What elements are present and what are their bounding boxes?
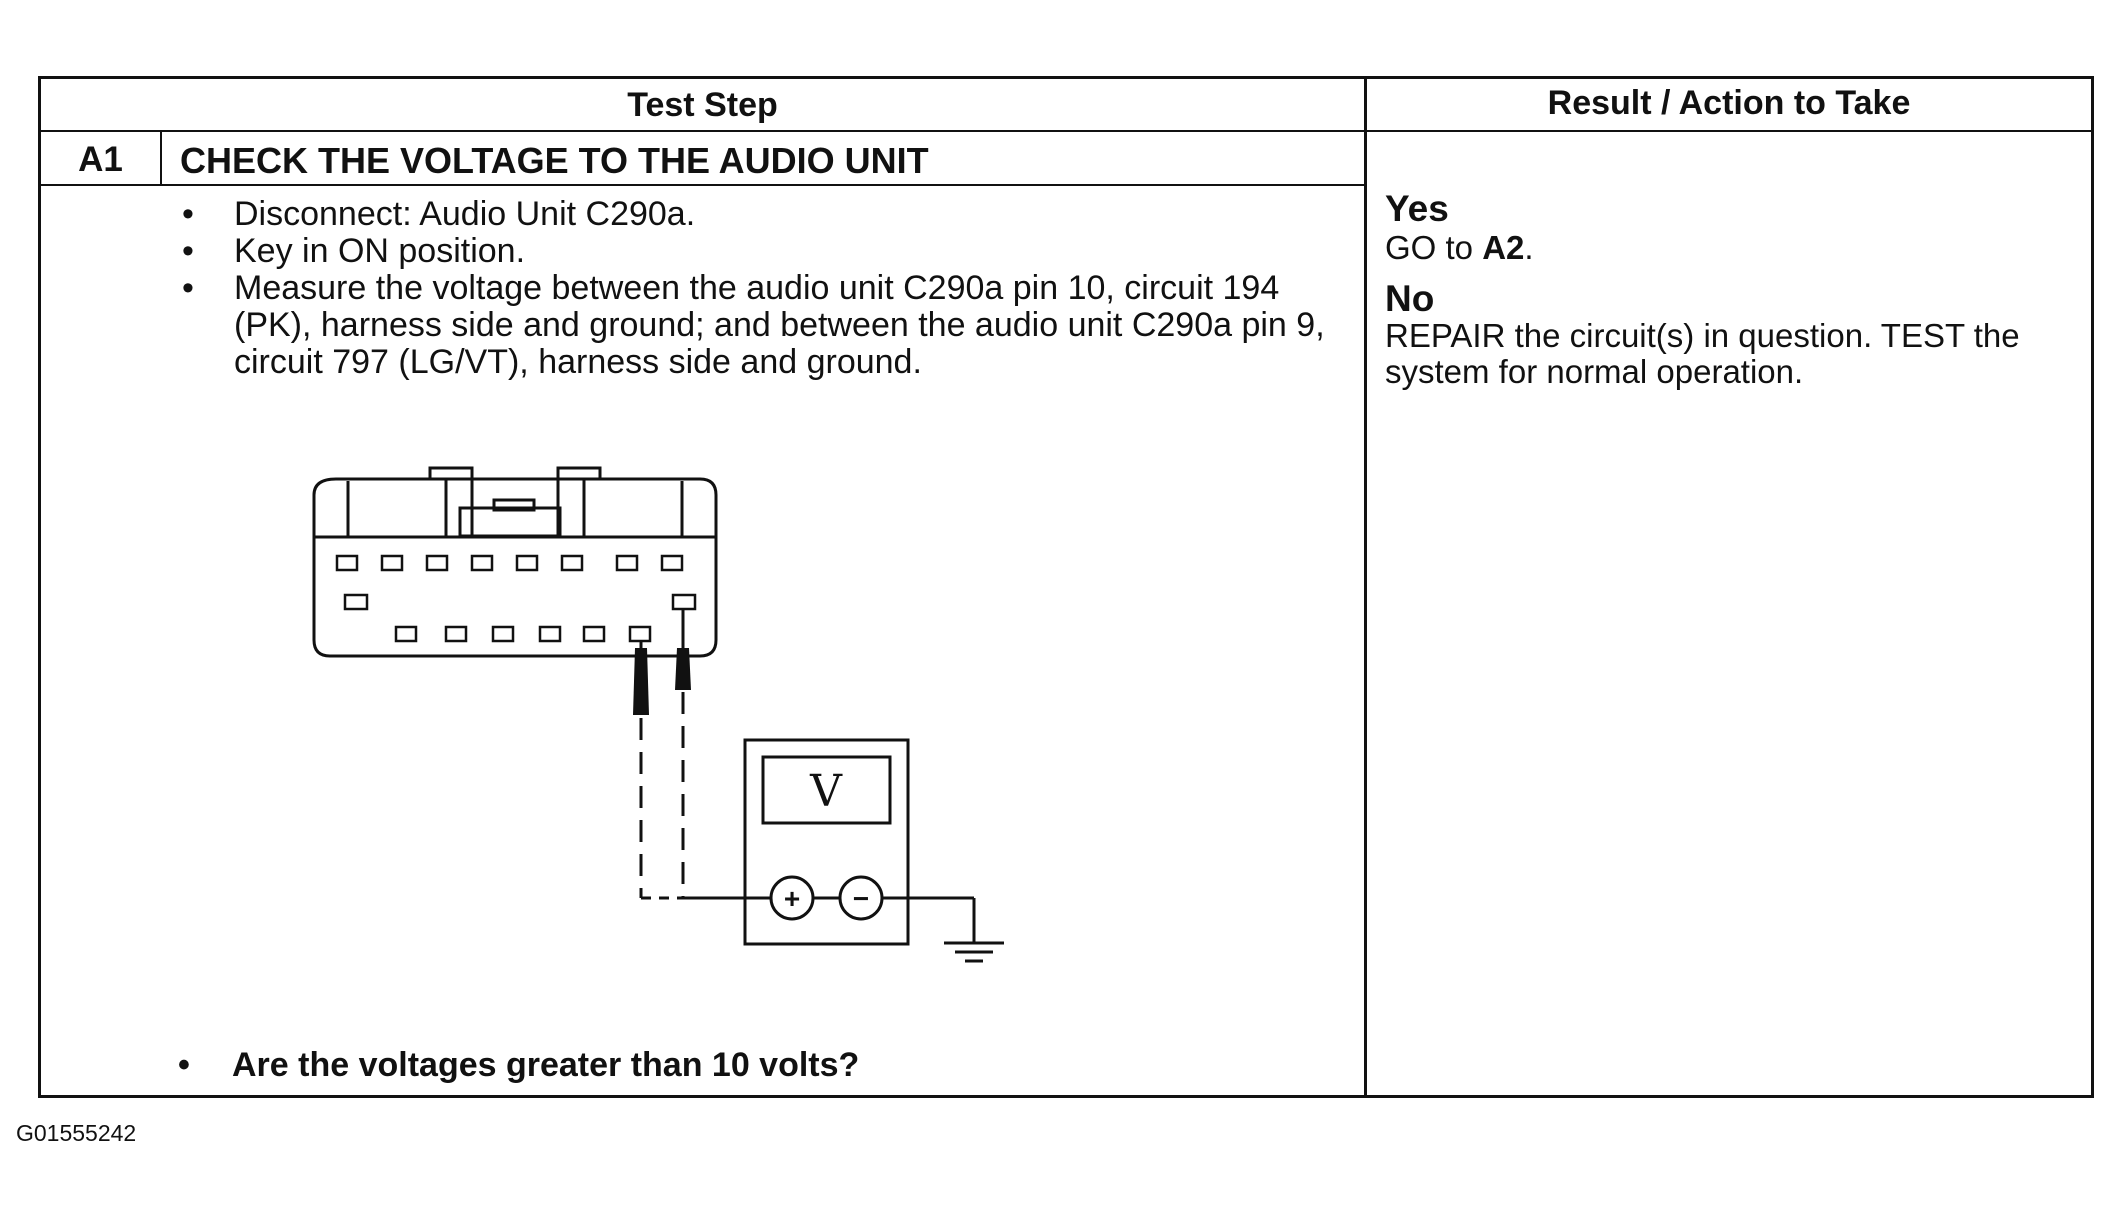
- step-id-divider: [160, 130, 162, 185]
- voltmeter-symbol: V: [809, 766, 843, 817]
- question-item: • Are the voltages greater than 10 volts…: [178, 1046, 860, 1085]
- instruction-item: •Measure the voltage between the audio u…: [182, 269, 1325, 381]
- step-id: A1: [78, 140, 123, 179]
- no-action: REPAIR the circuit(s) in question. TEST …: [1385, 317, 2020, 390]
- header-divider-left: [38, 130, 1367, 132]
- instruction-item: •Disconnect: Audio Unit C290a.: [182, 195, 696, 233]
- table-border-left: [38, 76, 41, 1098]
- table-border-bottom: [38, 1095, 2094, 1098]
- probe-tips: [633, 648, 691, 715]
- question-text: Are the voltages greater than 10 volts?: [232, 1046, 860, 1084]
- connector-pins: [335, 554, 697, 643]
- table-border-right: [2091, 76, 2094, 1098]
- connector-body: [312, 477, 718, 658]
- column-divider: [1364, 76, 1367, 1098]
- figure-id: G01555242: [16, 1120, 137, 1146]
- connector-lock-tab: [428, 466, 602, 537]
- plus-symbol: +: [784, 883, 800, 914]
- yes-label: Yes: [1385, 188, 1449, 229]
- step-title-divider: [38, 184, 1367, 186]
- test-step-header: Test Step: [627, 86, 778, 124]
- yes-action: GO to A2.: [1385, 229, 1534, 266]
- minus-symbol: −: [853, 883, 869, 914]
- step-title: CHECK THE VOLTAGE TO THE AUDIO UNIT: [180, 140, 929, 181]
- no-label: No: [1385, 278, 1435, 319]
- bullet: •: [178, 1046, 190, 1084]
- yes-action-target: A2: [1482, 229, 1525, 266]
- instruction-item: •Key in ON position.: [182, 232, 526, 270]
- bullet: •: [182, 232, 194, 270]
- header-divider-right: [1364, 130, 2094, 132]
- voltmeter-display: [761, 755, 892, 825]
- voltmeter-body: [743, 738, 910, 946]
- bullet: •: [182, 195, 194, 233]
- result-header: Result / Action to Take: [1547, 84, 1911, 122]
- bullet: •: [182, 269, 194, 307]
- instruction-list: •Disconnect: Audio Unit C290a. •Key in O…: [182, 195, 1344, 381]
- table-border-top: [38, 76, 2094, 79]
